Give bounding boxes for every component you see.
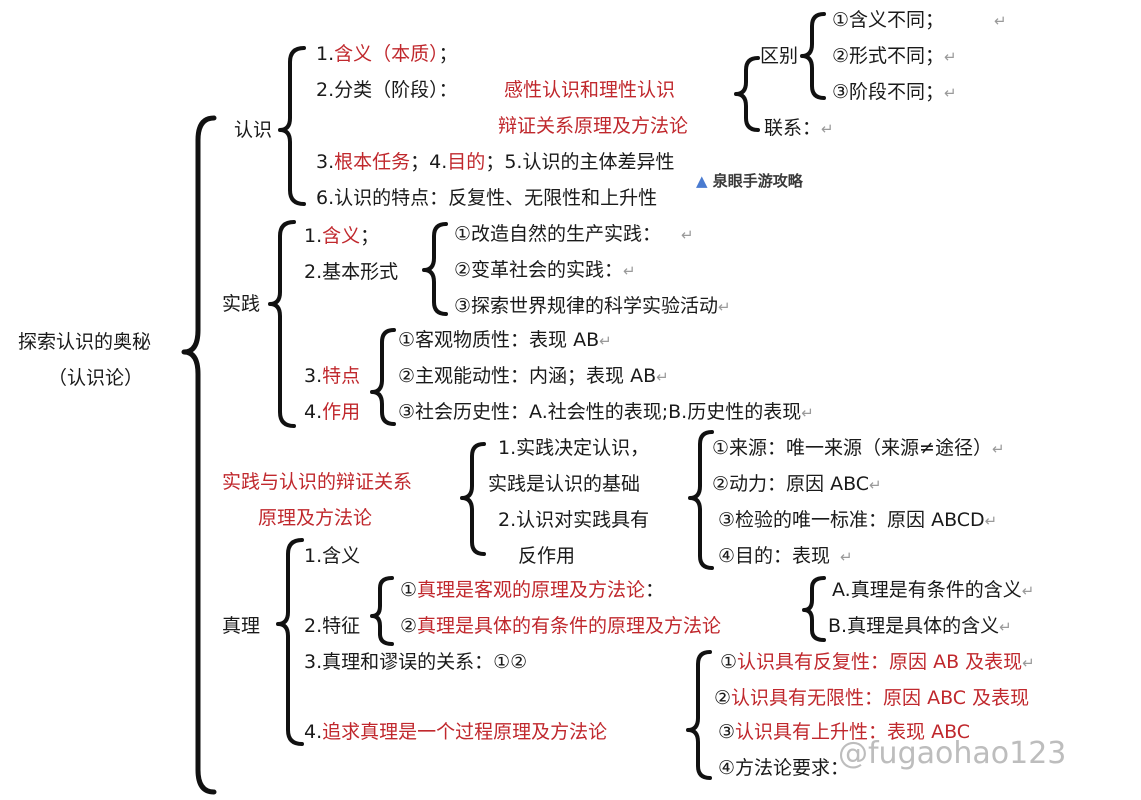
trait-item-3: ③社会历史性：A.社会性的表现;B.历史性的表现↵ bbox=[398, 401, 814, 423]
renshi-item-2-dialectic: 辩证关系原理及方法论 bbox=[498, 115, 689, 137]
form-item-2: ②变革社会的实践：↵ bbox=[454, 259, 636, 281]
renshi-item-2: 2.分类（阶段）： bbox=[316, 79, 458, 101]
renshi-item-3-5: 3.根本任务；4.目的；5.认识的主体差异性 bbox=[316, 151, 675, 173]
renshi-item-6: 6.认识的特点：反复性、无限性和上升性 bbox=[316, 187, 658, 209]
feature-detail-b: B.真理是具体的含义↵ bbox=[828, 615, 1012, 637]
shijian-label: 实践 bbox=[222, 293, 261, 315]
site-logo: ▲ 泉眼手游攻略 bbox=[696, 172, 803, 190]
feature-item-2: ②真理是具体的有条件的原理及方法论 bbox=[400, 615, 722, 637]
form-item-1: ①改造自然的生产实践：↵ bbox=[454, 223, 694, 245]
form-item-3: ③探索世界规律的科学实验活动↵ bbox=[454, 295, 731, 317]
triangle-logo-icon: ▲ bbox=[696, 172, 708, 190]
zhenli-item-3: 3.真理和谬误的关系：①② bbox=[304, 651, 528, 673]
dialectic-point-1b: 实践是认识的基础 bbox=[488, 473, 641, 495]
trait-item-1: ①客观物质性：表现 AB↵ bbox=[398, 329, 612, 351]
renshi-label: 认识 bbox=[234, 119, 273, 141]
qubie-item-2: ②形式不同；↵ bbox=[832, 45, 957, 67]
shijian-item-3: 3.特点 bbox=[304, 365, 361, 387]
dialectic-sublabel: 原理及方法论 bbox=[258, 507, 373, 529]
zhenli-item-1: 1.含义 bbox=[304, 545, 361, 567]
qubie-label: 区别 bbox=[760, 45, 799, 67]
shijian-item-2: 2.基本形式 bbox=[304, 261, 399, 283]
trait-item-2: ②主观能动性：内涵；表现 AB↵ bbox=[398, 365, 669, 387]
qubie-item-3: ③阶段不同；↵ bbox=[832, 81, 957, 103]
qubie-item-1: ①含义不同；↵ bbox=[832, 9, 1007, 31]
zhenli-item-2: 2.特征 bbox=[304, 615, 361, 637]
dialectic-label: 实践与认识的辩证关系 bbox=[222, 471, 413, 493]
lianxi-label: 联系：↵ bbox=[764, 117, 834, 139]
shijian-item-1: 1.含义； bbox=[304, 225, 380, 247]
renshi-item-2-types: 感性认识和理性认识 bbox=[504, 79, 676, 101]
process-item-3: ③认识具有上升性：表现 ABC bbox=[718, 721, 971, 743]
dialectic-point-2a: 2.认识对实践具有 bbox=[498, 509, 650, 531]
feature-item-1: ①真理是客观的原理及方法论： bbox=[400, 579, 665, 601]
root-subtitle: （认识论） bbox=[48, 367, 144, 389]
dialectic-point-1a: 1.实践决定认识， bbox=[498, 437, 650, 459]
process-item-2: ②认识具有无限性：原因 ABC 及表现 bbox=[714, 687, 1030, 709]
reason-item-1: ①来源：唯一来源（来源≠途径）↵ bbox=[712, 437, 1005, 459]
feature-detail-a: A.真理是有条件的含义↵ bbox=[832, 579, 1035, 601]
dialectic-point-2b: 反作用 bbox=[518, 545, 576, 567]
watermark: @fugaohao123 bbox=[838, 736, 1067, 771]
reason-item-4: ④目的：表现↵ bbox=[718, 545, 853, 567]
process-item-1: ①认识具有反复性：原因 AB 及表现↵ bbox=[720, 651, 1035, 673]
shijian-item-4: 4.作用 bbox=[304, 401, 361, 423]
root-title: 探索认识的奥秘 bbox=[18, 331, 152, 353]
zhenli-item-4: 4.追求真理是一个过程原理及方法论 bbox=[304, 721, 608, 743]
reason-item-3: ③检验的唯一标准：原因 ABCD↵ bbox=[718, 509, 998, 531]
renshi-item-1: 1.含义（本质）； bbox=[316, 43, 458, 65]
reason-item-2: ②动力：原因 ABC↵ bbox=[712, 473, 882, 495]
zhenli-label: 真理 bbox=[222, 615, 261, 637]
process-item-4: ④方法论要求： bbox=[718, 757, 850, 779]
